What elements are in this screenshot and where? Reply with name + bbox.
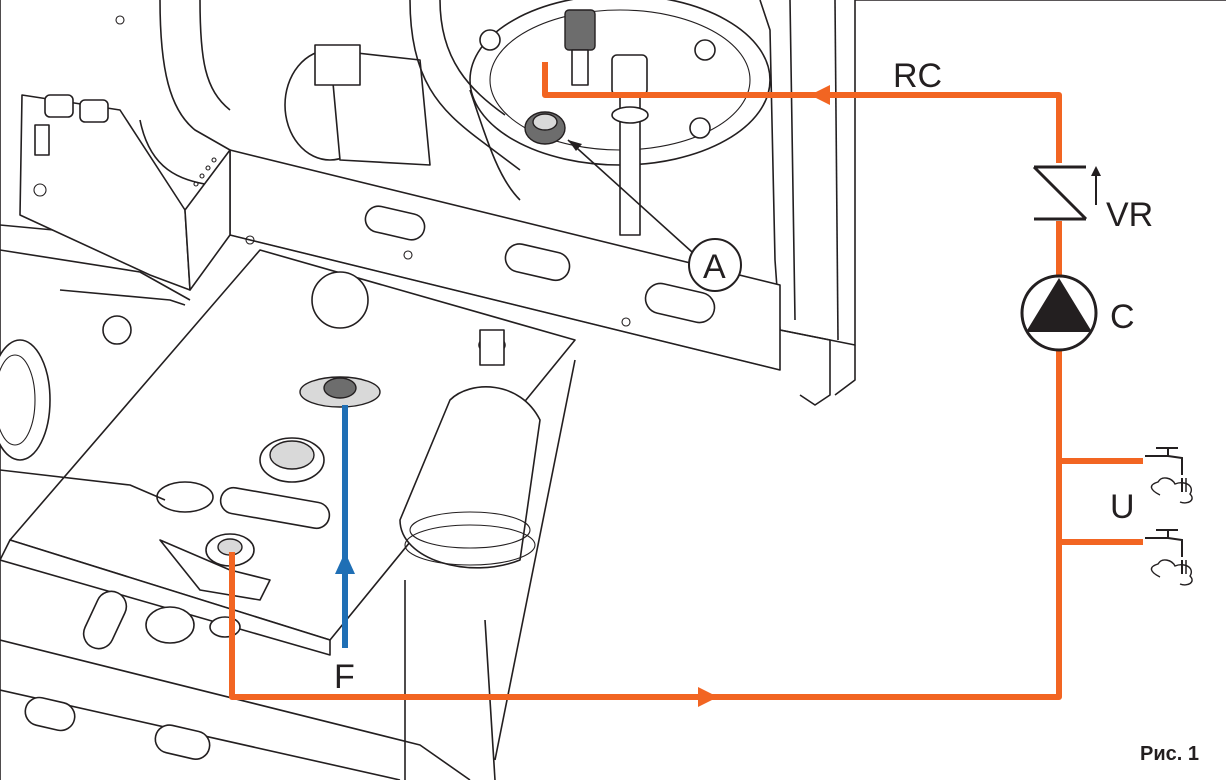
figure-caption: Рис. 1 xyxy=(1140,743,1199,765)
tap-icon xyxy=(1145,529,1193,586)
label-u: U xyxy=(1110,488,1135,526)
tap-icon xyxy=(1145,447,1193,504)
flow-arrow-bottom xyxy=(698,687,718,707)
label-rc: RC xyxy=(893,57,942,95)
cold-water-line xyxy=(335,405,355,648)
callout-a xyxy=(567,139,742,292)
cold-flow-arrow xyxy=(335,552,355,574)
flow-arrow-top xyxy=(810,85,830,105)
label-f: F xyxy=(334,658,355,696)
hot-water-circuit xyxy=(229,62,1143,707)
check-valve-icon xyxy=(1032,163,1101,221)
mounting-bracket xyxy=(184,149,781,371)
lower-housing xyxy=(0,289,576,780)
pump-icon xyxy=(1020,274,1098,352)
label-c: C xyxy=(1110,298,1135,336)
connection-plate xyxy=(0,249,576,656)
label-a: A xyxy=(703,248,726,286)
label-vr: VR xyxy=(1106,196,1153,234)
